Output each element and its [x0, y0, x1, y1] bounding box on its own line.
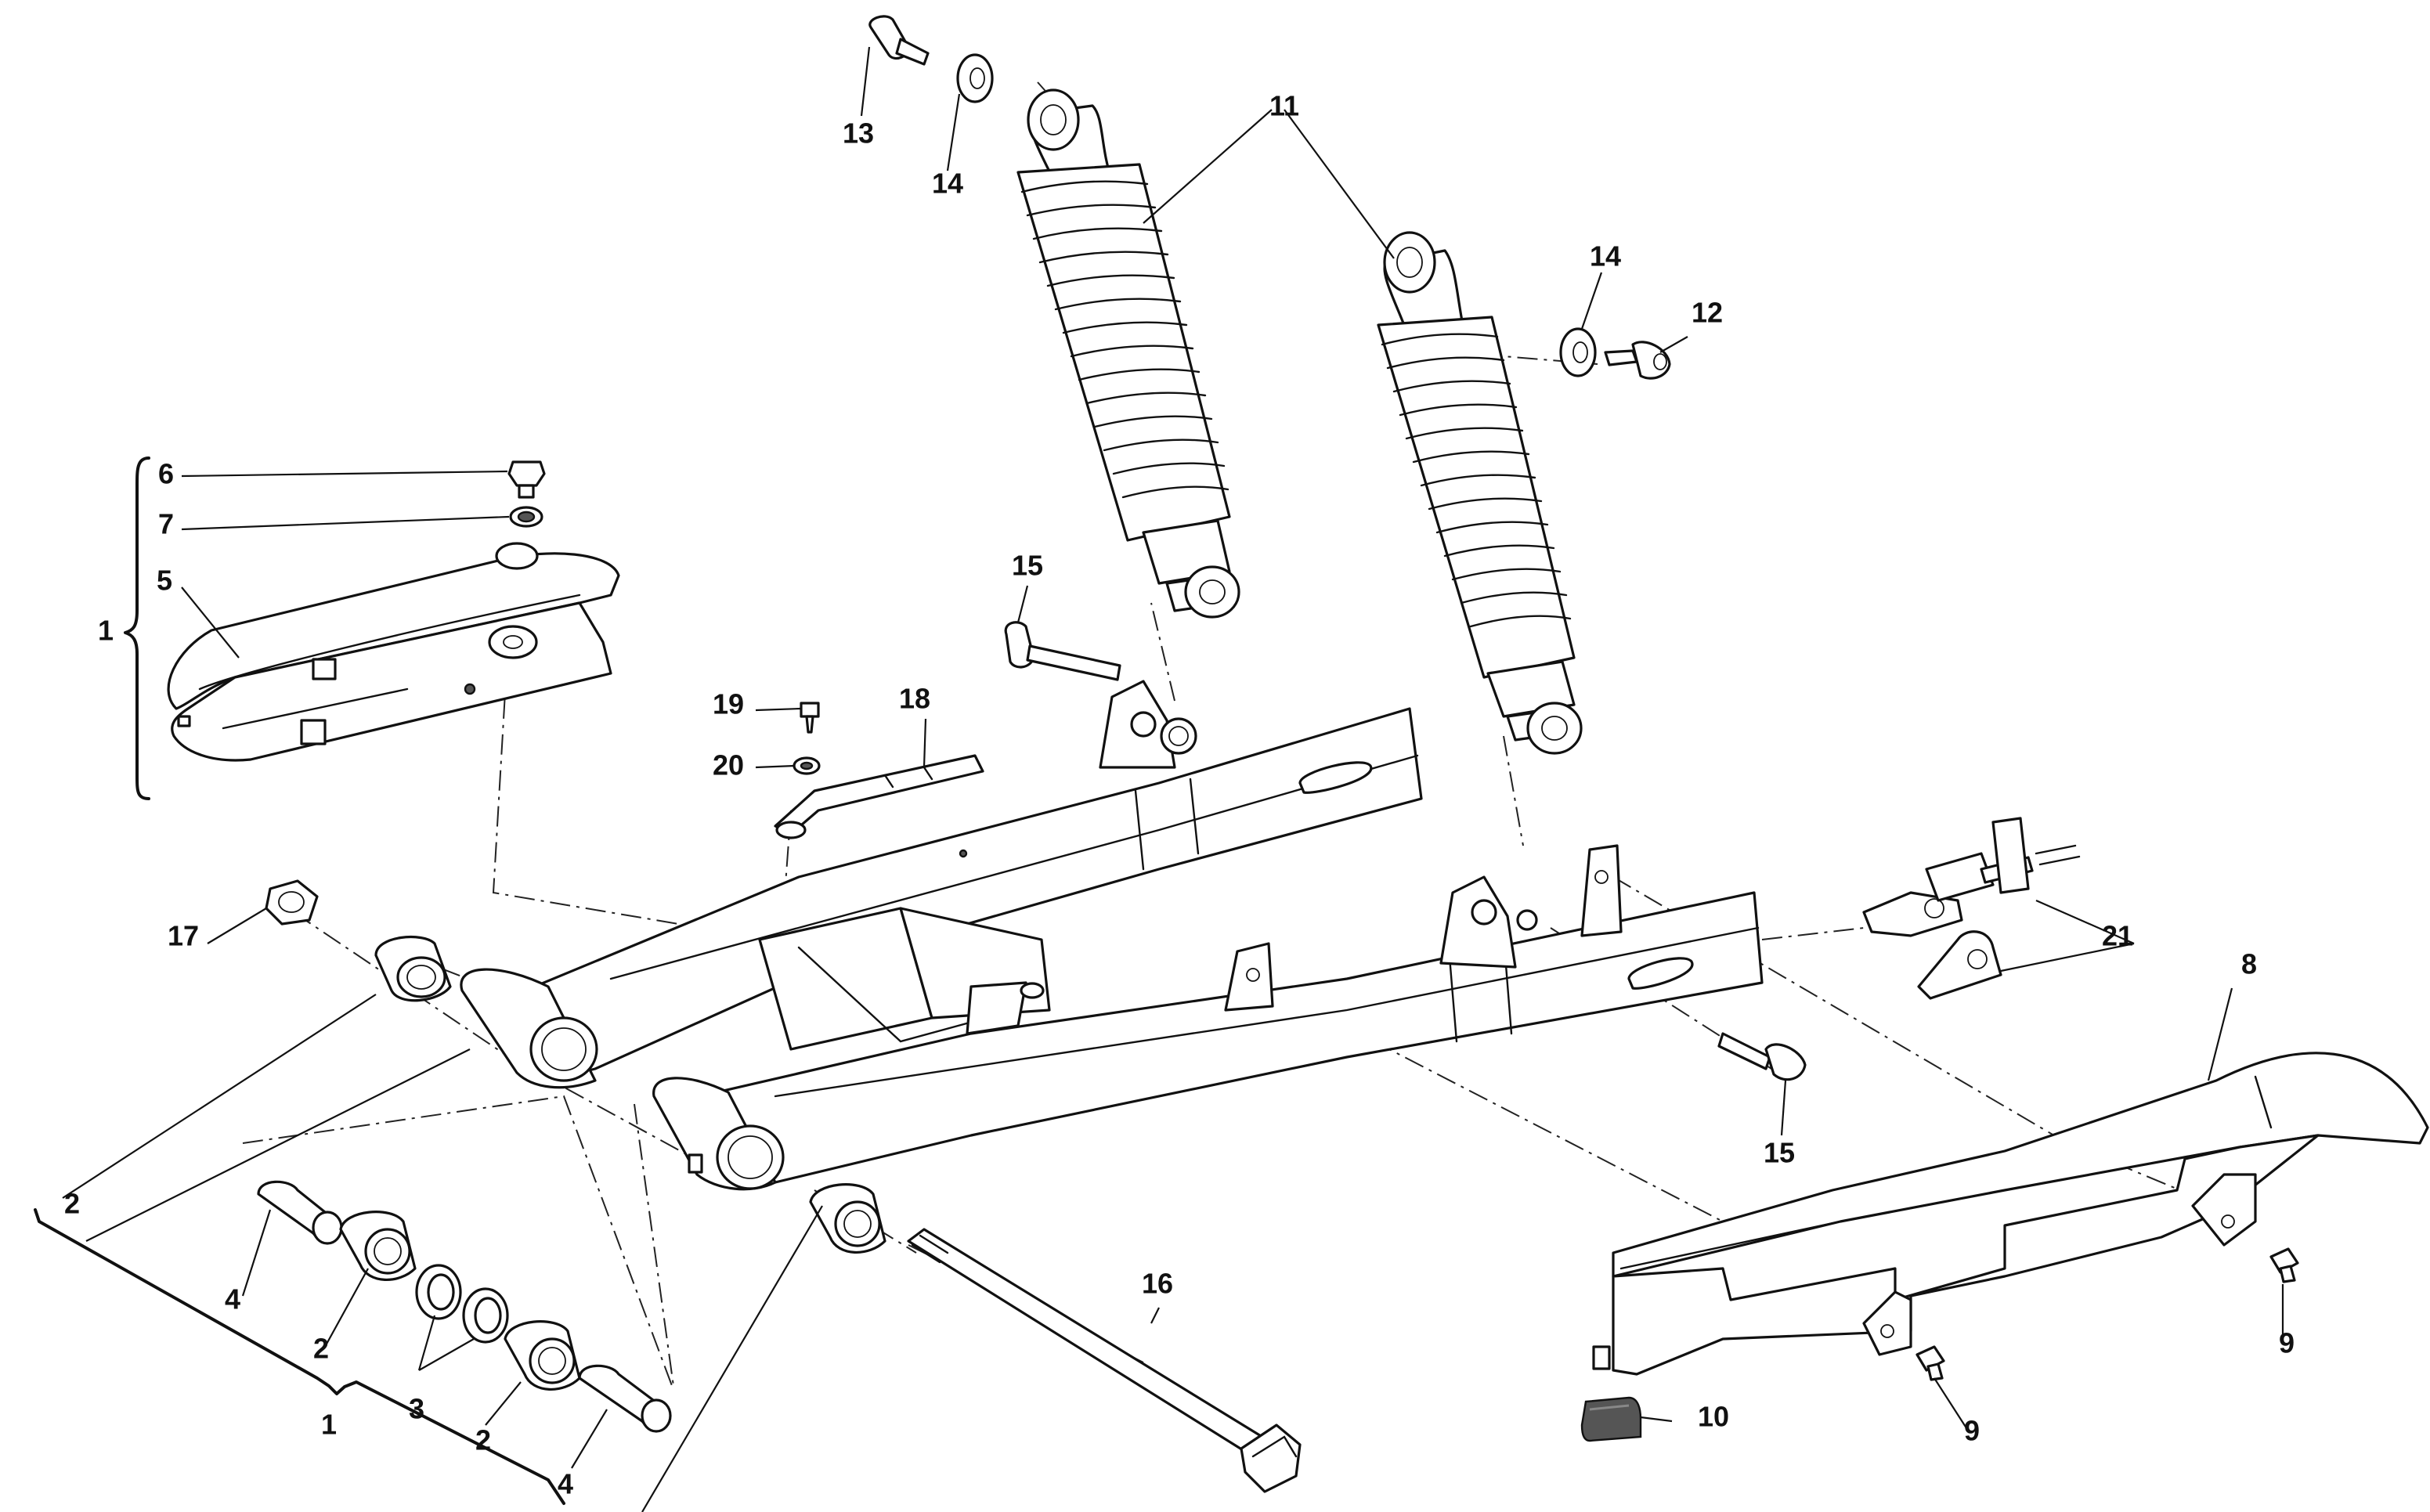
callout-2-left: 2	[64, 1188, 80, 1220]
callout-9-b: 9	[2279, 1327, 2295, 1359]
leader-lines	[62, 46, 2284, 1512]
braces	[34, 456, 565, 1505]
chain-adjuster	[1862, 817, 2081, 1000]
callout-4-a: 4	[225, 1283, 240, 1315]
callout-labels: 1 1 2 2 2 3 4 4 5 6 7 8 9 9 10 11 12 13 …	[64, 90, 2295, 1500]
callout-14-b: 14	[1590, 240, 1621, 272]
callout-3: 3	[409, 1393, 424, 1425]
callout-15-b: 15	[1764, 1137, 1795, 1169]
swingarm-pivot-shaft	[907, 1228, 1302, 1493]
brake-hose-bracket	[774, 754, 984, 839]
callout-2-mid: 2	[313, 1333, 329, 1365]
callout-11: 11	[1269, 90, 1299, 122]
callout-14-a: 14	[932, 168, 963, 200]
shock-absorber-left	[1016, 88, 1240, 619]
callout-8: 8	[2241, 948, 2257, 980]
chain-guide-slider	[167, 542, 620, 762]
callout-18: 18	[899, 683, 930, 715]
callout-10: 10	[1698, 1401, 1729, 1433]
chain-guard	[1592, 1052, 2429, 1376]
callout-19: 19	[713, 688, 744, 720]
callout-7: 7	[158, 508, 174, 540]
callout-12: 12	[1692, 297, 1723, 329]
callout-5: 5	[157, 565, 172, 597]
callout-9-a: 9	[1964, 1415, 1980, 1447]
callout-13: 13	[843, 117, 874, 150]
callout-4-b: 4	[558, 1468, 573, 1500]
callout-1-bottom: 1	[321, 1409, 337, 1441]
callout-21: 21	[2102, 920, 2133, 952]
callout-20: 20	[713, 749, 744, 781]
pivot-bearings	[257, 935, 886, 1433]
swingarm	[460, 680, 1764, 1191]
callout-6: 6	[158, 458, 174, 490]
fasteners	[265, 15, 2299, 1381]
rubber-pad	[1580, 1396, 1642, 1442]
callout-17: 17	[168, 920, 199, 952]
shock-absorber-right	[1377, 231, 1583, 755]
callout-1-brace: 1	[98, 615, 114, 647]
callout-16: 16	[1142, 1268, 1173, 1300]
callout-2-low: 2	[475, 1424, 491, 1456]
callout-15-a: 15	[1012, 550, 1043, 582]
